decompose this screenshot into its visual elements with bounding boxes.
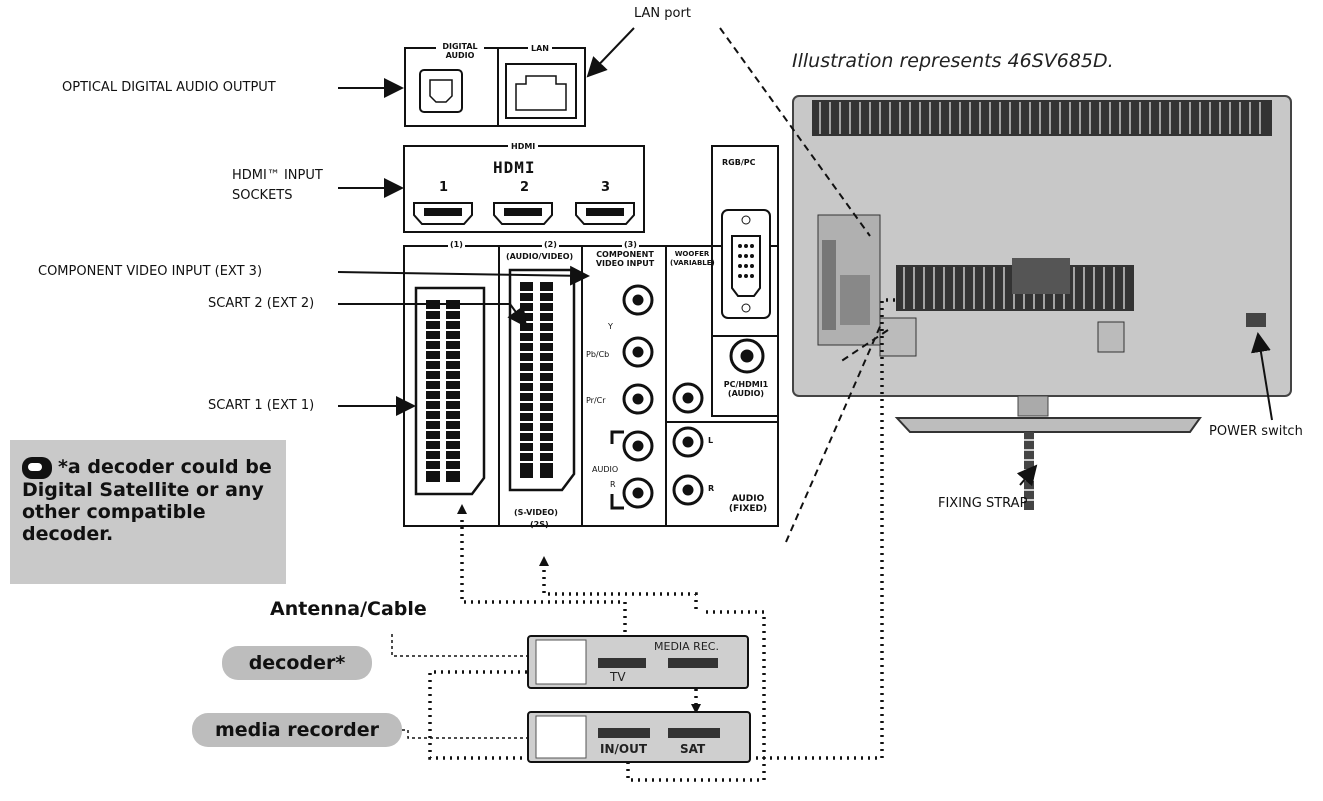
fixing-strap-label: FIXING STRAP bbox=[938, 496, 1028, 511]
svideo-2-label: (2S) bbox=[530, 520, 549, 529]
audio-l-label: L bbox=[708, 436, 714, 445]
media-recorder-pill: media recorder bbox=[192, 713, 402, 747]
rca-jacks bbox=[622, 284, 765, 509]
decoder-note-text: *a decoder could be Digital Satellite or… bbox=[22, 456, 272, 545]
pb-label: Pb/Cb bbox=[586, 350, 610, 359]
audio-fixed-label: AUDIO (FIXED) bbox=[728, 494, 768, 514]
hdmi-label-line2: SOCKETS bbox=[232, 188, 293, 203]
pc-hdmi-audio-label: PC/HDMI1 (AUDIO) bbox=[723, 380, 769, 398]
svideo-label: (S-VIDEO) bbox=[514, 508, 558, 517]
lan-panel-label: LAN bbox=[528, 44, 552, 53]
hdmi-logo: HDMI bbox=[493, 158, 536, 177]
rgb-pc-label: RGB/PC bbox=[722, 158, 756, 167]
scart-2-icon bbox=[508, 268, 576, 492]
ext2-sub-label: (AUDIO/VIDEO) bbox=[506, 252, 574, 261]
r-small-label: R bbox=[610, 480, 616, 489]
lan-port-label: LAN port bbox=[634, 6, 691, 21]
hdmi-port-icons bbox=[413, 202, 635, 225]
optical-port-icon bbox=[419, 69, 463, 113]
power-switch-label: POWER switch bbox=[1209, 424, 1303, 439]
y-label: Y bbox=[608, 322, 613, 331]
decoder-box bbox=[527, 635, 749, 689]
lan-port-icon bbox=[505, 63, 577, 119]
hdmi-header-label: HDMI bbox=[508, 142, 539, 151]
decoder-note: *a decoder could be Digital Satellite or… bbox=[10, 440, 286, 584]
label-arrows bbox=[337, 27, 1273, 487]
digital-audio-label: DIGITAL AUDIO bbox=[436, 42, 484, 60]
tv-back bbox=[792, 95, 1292, 510]
scart1-label: SCART 1 (EXT 1) bbox=[208, 398, 315, 413]
illustration-title: Illustration represents 46SV685D. bbox=[792, 50, 1114, 72]
hdmi-label-line1: HDMI™ INPUT bbox=[232, 168, 323, 183]
audio-r-label: R bbox=[708, 484, 715, 493]
pr-label: Pr/Cr bbox=[586, 396, 606, 405]
sat-label: SAT bbox=[680, 742, 706, 756]
antenna-cable-label: Antenna/Cable bbox=[270, 598, 427, 620]
hdmi-port-3-label: 3 bbox=[601, 180, 611, 195]
in-out-label: IN/OUT bbox=[600, 742, 648, 756]
scart2-label: SCART 2 (EXT 2) bbox=[208, 296, 315, 311]
ext3-label: (3) bbox=[622, 240, 639, 249]
callout-lines bbox=[719, 27, 889, 543]
ext1-label: (1) bbox=[448, 240, 465, 249]
woofer-label: WOOFER (VARIABLE) bbox=[670, 250, 715, 267]
pointing-hand-icon bbox=[22, 456, 52, 479]
component-label: COMPONENT VIDEO INPUT (EXT 3) bbox=[38, 264, 263, 279]
media-recorder-box bbox=[527, 711, 751, 763]
media-rec-label: MEDIA REC. bbox=[654, 640, 719, 653]
audio-label: AUDIO bbox=[592, 465, 619, 474]
hdmi-port-2-label: 2 bbox=[520, 180, 530, 195]
ext2-label: (2) bbox=[542, 240, 559, 249]
decoder-pill: decoder* bbox=[222, 646, 372, 680]
scart-1-icon bbox=[414, 286, 486, 496]
optical-label: OPTICAL DIGITAL AUDIO OUTPUT bbox=[62, 80, 276, 95]
ext3-sub-label: COMPONENT VIDEO INPUT bbox=[595, 250, 655, 268]
hdmi-port-1-label: 1 bbox=[439, 180, 449, 195]
vga-port-icon bbox=[721, 209, 771, 319]
tv-label: TV bbox=[610, 670, 626, 684]
